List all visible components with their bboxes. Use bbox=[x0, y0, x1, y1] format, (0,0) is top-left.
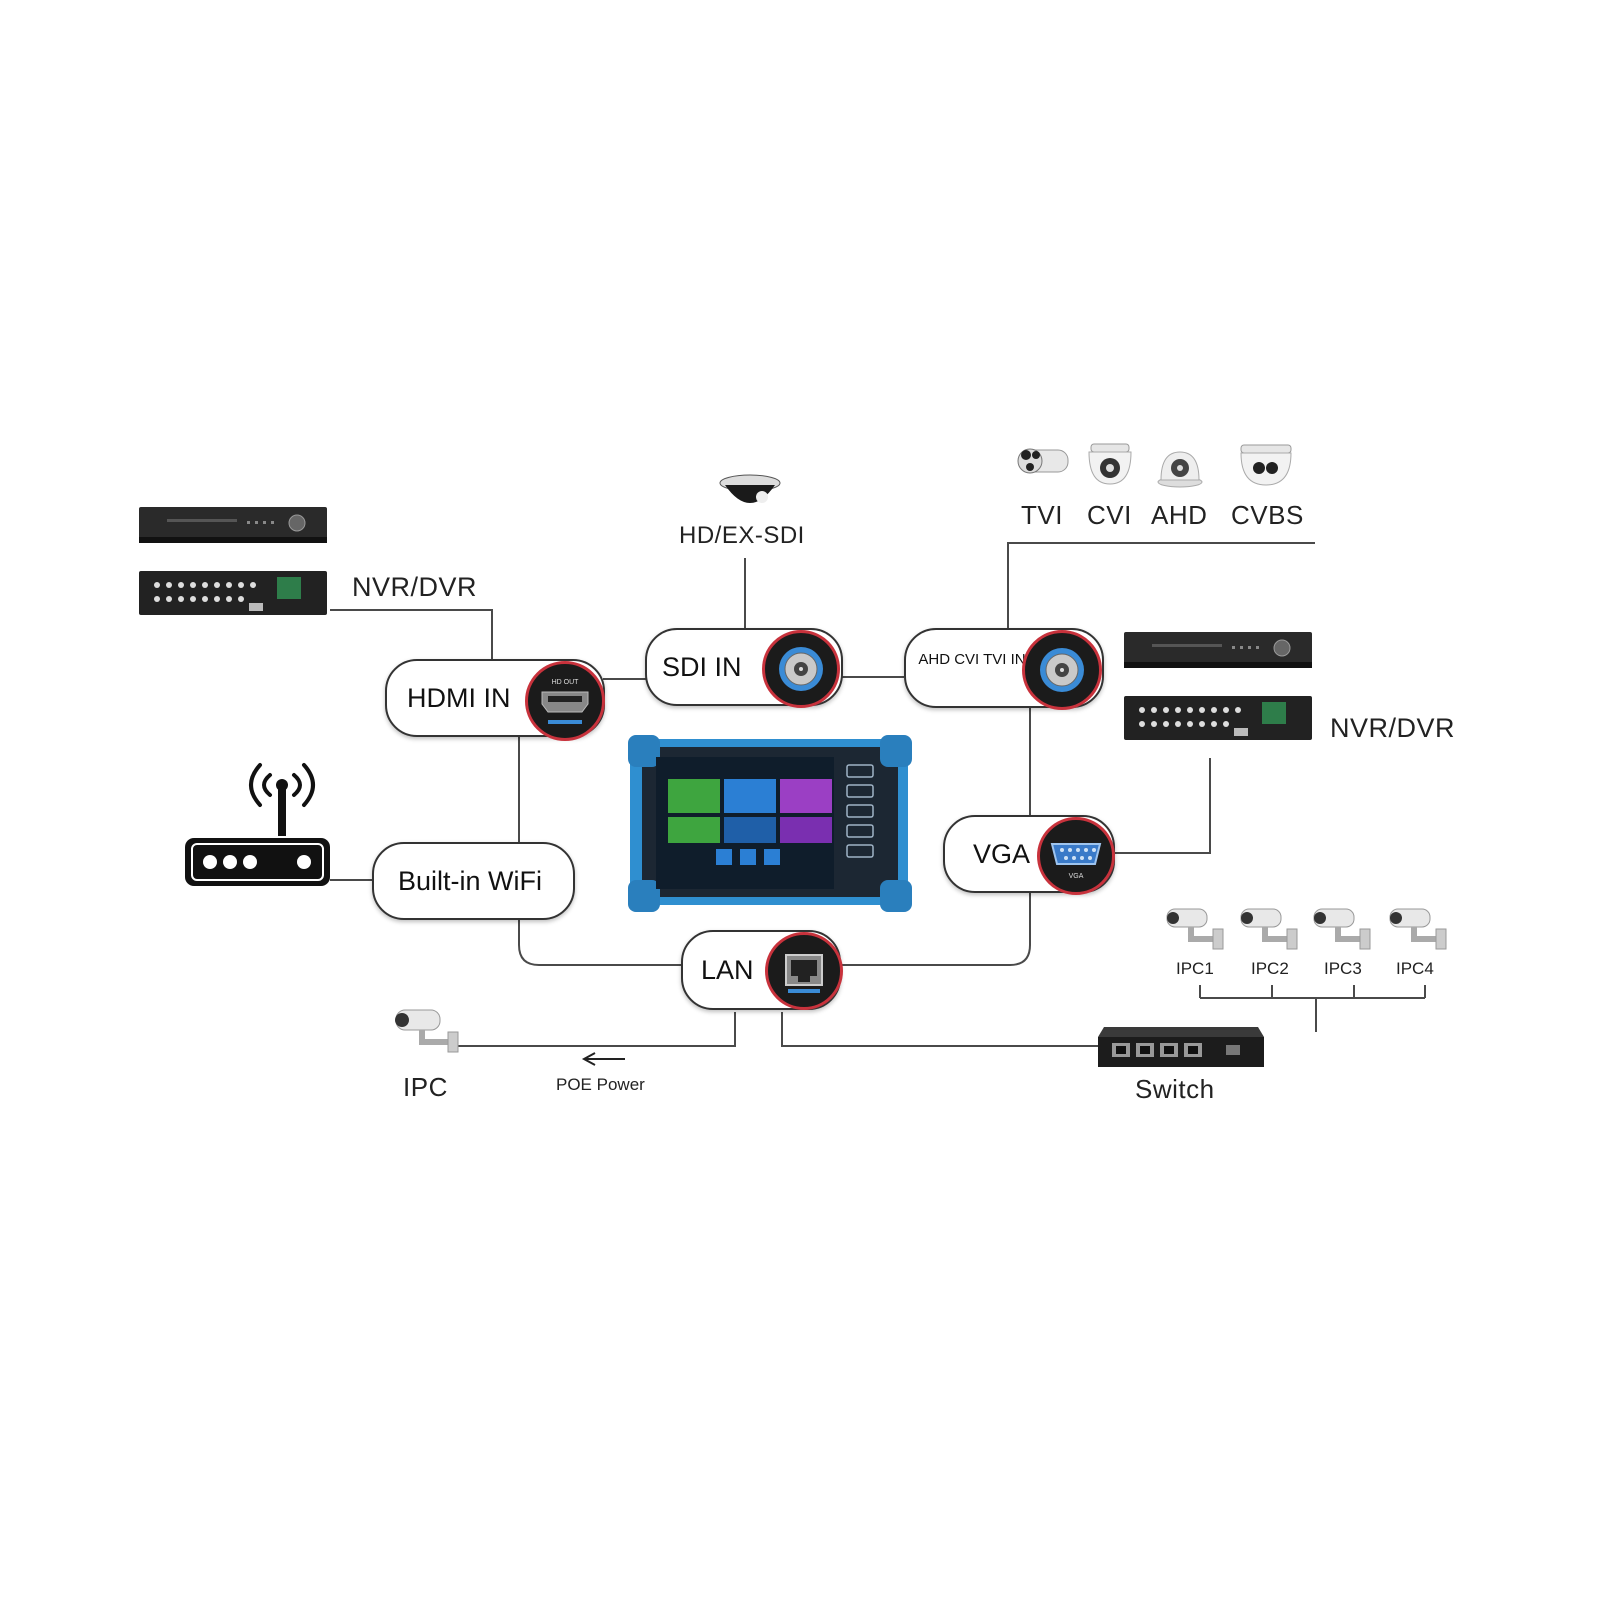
hd-ex-sdi-label: HD/EX-SDI bbox=[679, 522, 805, 549]
nvr-recorder-icon bbox=[1124, 632, 1312, 740]
line-wifi-to-lan bbox=[518, 918, 682, 966]
dome-camera-icon bbox=[1240, 444, 1292, 486]
line-vga-to-nvr-right bbox=[1115, 758, 1211, 854]
ipc1-label: IPC1 bbox=[1176, 959, 1214, 978]
nvr-dvr-label-left: NVR/DVR bbox=[352, 572, 478, 602]
vga-tag: VGA bbox=[1069, 873, 1084, 880]
ipc4-label: IPC4 bbox=[1396, 959, 1434, 978]
nvr-recorder-icon bbox=[139, 507, 327, 615]
cvi-label: CVI bbox=[1087, 500, 1132, 530]
built-in-wifi-port: Built-in WiFi bbox=[372, 842, 575, 920]
sdi-in-label: SDI IN bbox=[662, 652, 742, 682]
bnc-port-icon bbox=[762, 630, 840, 708]
poe-power-label: POE Power bbox=[556, 1075, 645, 1094]
built-in-wifi-label: Built-in WiFi bbox=[398, 866, 543, 896]
dome-camera-icon bbox=[719, 474, 781, 503]
cvbs-label: CVBS bbox=[1231, 500, 1304, 530]
ipc2-label: IPC2 bbox=[1251, 959, 1289, 978]
line-nvr-left-to-hdmi bbox=[330, 609, 493, 660]
bullet-camera-icon bbox=[1166, 908, 1224, 950]
lan-label: LAN bbox=[701, 955, 754, 985]
hdmi-in-label: HDMI IN bbox=[407, 683, 511, 713]
ipc-label: IPC bbox=[403, 1072, 448, 1102]
hdmi-port-icon: HD OUT bbox=[525, 661, 605, 741]
bullet-camera-icon bbox=[1240, 908, 1298, 950]
vga-port-icon: VGA bbox=[1037, 817, 1115, 895]
tester-device-image bbox=[628, 735, 912, 912]
ahd-label: AHD bbox=[1151, 500, 1208, 530]
bnc-port-icon bbox=[1022, 630, 1102, 710]
poe-arrow bbox=[581, 1052, 625, 1066]
wifi-router-icon bbox=[185, 763, 330, 886]
bullet-camera-icon bbox=[1389, 908, 1447, 950]
ahd-cvi-tvi-in-label: AHD CVI TVI IN bbox=[918, 651, 1026, 668]
line-switch-to-ipcs bbox=[1199, 985, 1426, 1032]
bullet-camera-icon bbox=[395, 1009, 459, 1053]
nvr-dvr-label-right: NVR/DVR bbox=[1330, 713, 1456, 743]
rj45-port-icon bbox=[765, 932, 843, 1010]
line-lan-to-switch bbox=[781, 1012, 1098, 1047]
network-switch-icon bbox=[1098, 1027, 1264, 1067]
dome-camera-icon bbox=[1088, 443, 1132, 485]
dome-camera-icon bbox=[1157, 451, 1203, 488]
vga-label: VGA bbox=[973, 839, 1031, 869]
tvi-label: TVI bbox=[1021, 500, 1063, 530]
line-vga-to-lan bbox=[840, 892, 1031, 966]
bullet-camera-icon bbox=[1313, 908, 1371, 950]
ipc3-label: IPC3 bbox=[1324, 959, 1362, 978]
line-lan-to-ipc bbox=[455, 1012, 736, 1047]
switch-label: Switch bbox=[1135, 1074, 1215, 1104]
hd-out-tag: HD OUT bbox=[552, 679, 580, 686]
bullet-camera-icon bbox=[1017, 448, 1069, 474]
line-ahd-to-analog-cams bbox=[1007, 542, 1315, 628]
